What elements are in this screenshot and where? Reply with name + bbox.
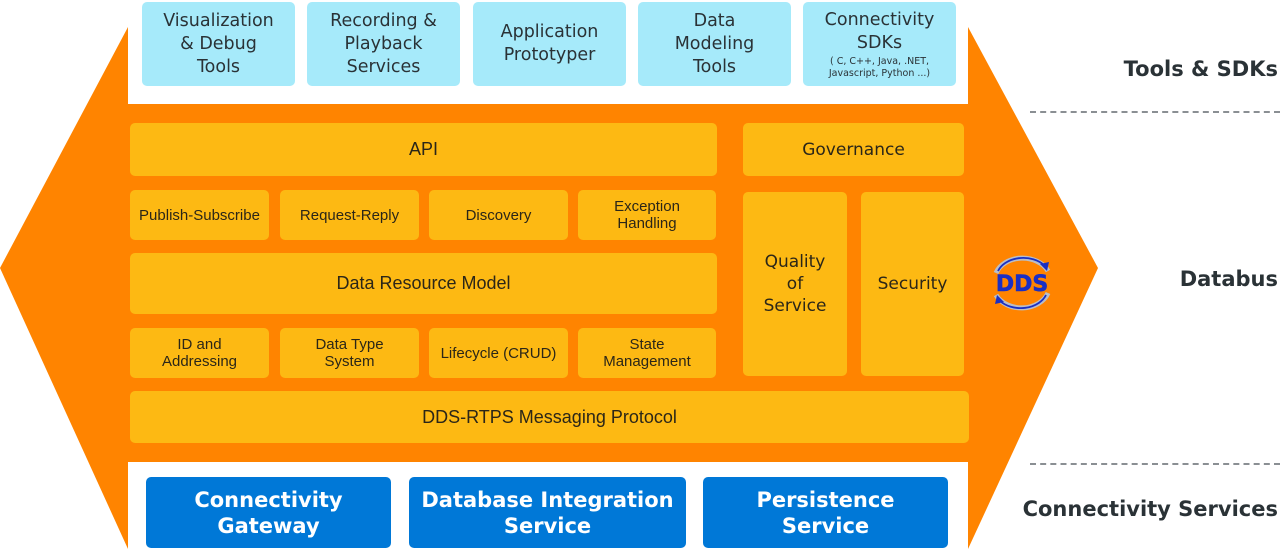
service-label-line: Gateway (217, 513, 320, 538)
component-label: Data Type (315, 336, 384, 353)
component-label: Discovery (465, 206, 532, 224)
component-label: Handling (617, 215, 677, 232)
tool-label-line: Playback (344, 33, 423, 54)
discovery-box[interactable]: Discovery (429, 190, 568, 240)
tool-label-line: Recording & (330, 10, 437, 31)
tool-data-modeling[interactable]: Data Modeling Tools (638, 2, 791, 86)
layer-label-databus: Databus (1179, 267, 1278, 291)
api-box[interactable]: API (130, 123, 717, 176)
tool-label-line: Visualization (163, 10, 274, 31)
layer-divider (1030, 463, 1280, 465)
tool-label-line: Tools (196, 56, 241, 77)
database-integration-service-box[interactable]: Database Integration Service (409, 477, 686, 548)
logo-arrowhead-top (1040, 262, 1049, 271)
logo-arrowhead-bottom (995, 295, 1004, 304)
dds-logo-icon: DDS (993, 255, 1051, 311)
id-addressing-box[interactable]: ID and Addressing (130, 328, 269, 378)
data-type-system-box[interactable]: Data Type System (280, 328, 419, 378)
connectivity-gateway-box[interactable]: Connectivity Gateway (146, 477, 391, 548)
component-label: Management (603, 353, 691, 370)
qos-label-line: Quality (764, 252, 826, 272)
persistence-service-box[interactable]: Persistence Service (703, 477, 948, 548)
tool-label-line: Modeling (674, 33, 755, 54)
tool-label-line: Application (500, 22, 599, 42)
tool-label-line: & Debug (180, 33, 257, 54)
governance-label: Governance (802, 139, 905, 160)
lifecycle-crud-box[interactable]: Lifecycle (CRUD) (429, 328, 568, 378)
publish-subscribe-box[interactable]: Publish-Subscribe (130, 190, 269, 240)
tool-visualization-debug[interactable]: Visualization & Debug Tools (142, 2, 295, 86)
state-management-box[interactable]: State Management (578, 328, 716, 378)
tool-label-line: Data (693, 10, 736, 31)
dds-rtps-protocol-box[interactable]: DDS-RTPS Messaging Protocol (130, 391, 969, 443)
quality-of-service-box[interactable]: Quality of Service (743, 192, 847, 376)
request-reply-box[interactable]: Request-Reply (280, 190, 419, 240)
logo-ring-top (993, 255, 1051, 275)
component-label: Addressing (161, 353, 238, 370)
security-label: Security (877, 274, 948, 294)
service-label-line: Connectivity (194, 487, 343, 512)
component-label: State (629, 336, 665, 353)
tool-label-line: Tools (692, 56, 737, 77)
exception-handling-box[interactable]: Exception Handling (578, 190, 716, 240)
layer-label-tools-sdks: Tools & SDKs (1123, 57, 1278, 81)
layer-label-connectivity-services: Connectivity Services (1022, 497, 1278, 521)
tool-label-line: SDKs (856, 33, 903, 53)
sdk-languages-line: Javascript, Python ...) (828, 68, 931, 79)
component-label: Lifecycle (CRUD) (440, 344, 557, 362)
component-label: Exception (614, 198, 680, 215)
component-label: Publish-Subscribe (139, 206, 260, 224)
tool-recording-playback[interactable]: Recording & Playback Services (307, 2, 460, 86)
service-label-line: Database Integration (421, 487, 674, 512)
logo-arc-top (997, 256, 1045, 272)
api-label: API (408, 139, 438, 159)
data-resource-model-box[interactable]: Data Resource Model (130, 253, 717, 314)
security-box[interactable]: Security (861, 192, 964, 376)
logo-arc-bottom (999, 294, 1047, 310)
sdk-languages-line: ( C, C++, Java, .NET, (829, 56, 930, 67)
layer-divider (1030, 111, 1280, 113)
logo-text: DDS (996, 272, 1048, 297)
service-label-line: Persistence (756, 487, 895, 512)
service-label-line: Service (503, 513, 592, 538)
data-resource-model-label: Data Resource Model (336, 273, 511, 293)
tool-label-line: Services (346, 56, 421, 77)
service-label-line: Service (781, 513, 870, 538)
tool-application-prototyper[interactable]: Application Prototyper (473, 2, 626, 86)
component-label: Request-Reply (299, 206, 400, 224)
governance-box[interactable]: Governance (743, 123, 964, 176)
component-label: ID and (177, 336, 222, 353)
qos-label-line: Service (763, 296, 827, 316)
tool-connectivity-sdks[interactable]: Connectivity SDKs ( C, C++, Java, .NET, … (803, 2, 956, 86)
tool-label-line: Connectivity (824, 10, 935, 30)
qos-label-line: of (786, 274, 804, 294)
tool-label-line: Prototyper (503, 45, 596, 65)
component-label: System (324, 353, 375, 370)
protocol-label: DDS-RTPS Messaging Protocol (422, 406, 677, 427)
